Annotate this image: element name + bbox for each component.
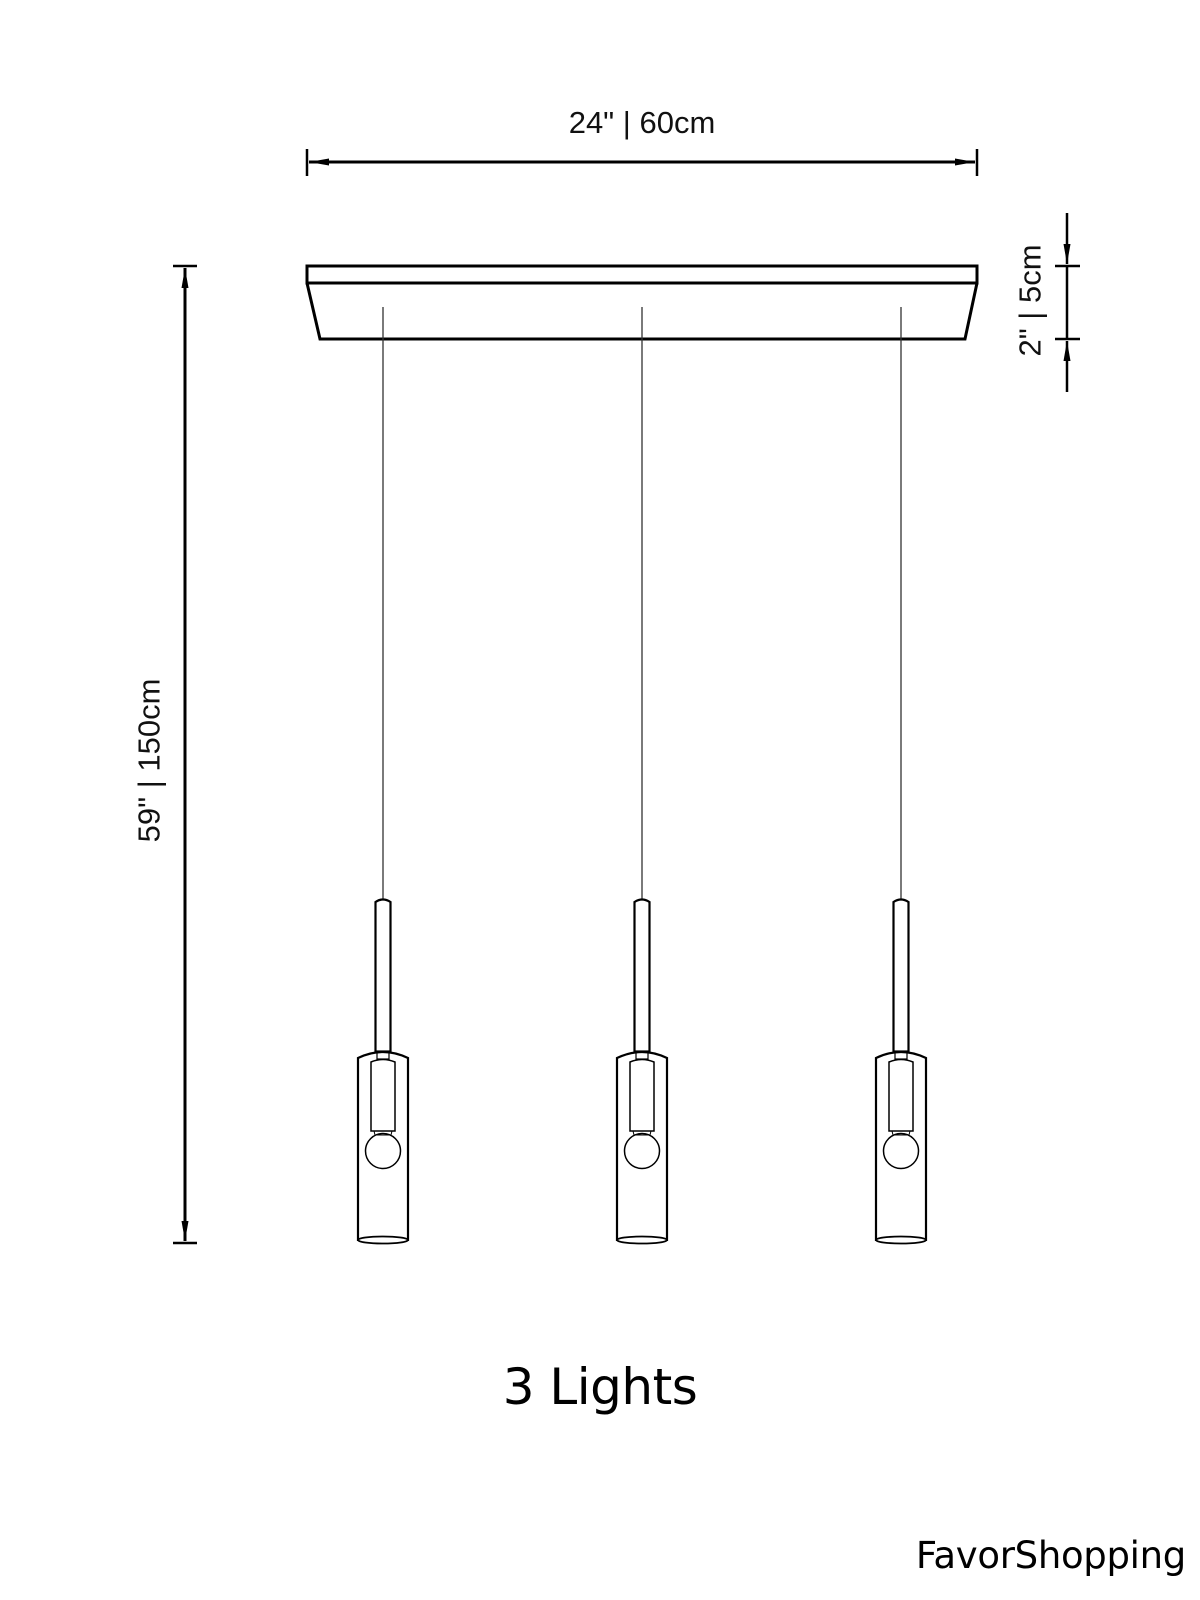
height-dimension-label: 59" | 150cm (131, 678, 167, 843)
bulb (364, 1132, 402, 1170)
shade-bottom (875, 1235, 927, 1245)
bulb (623, 1132, 661, 1170)
stem (374, 898, 392, 1052)
shade-bottom (616, 1235, 668, 1245)
shade (615, 1050, 669, 1241)
width-dimension-label: 24" | 60cm (568, 105, 716, 140)
socket (629, 1058, 655, 1132)
shade-bottom (357, 1235, 409, 1245)
shade (874, 1050, 928, 1241)
caption: 3 Lights (502, 1358, 698, 1416)
canopy-height-dimension-label: 2" | 5cm (1012, 244, 1048, 357)
pendant-3 (874, 307, 928, 1245)
pendant-2 (615, 307, 669, 1245)
socket (888, 1058, 914, 1132)
shade (356, 1050, 410, 1241)
stem (892, 898, 910, 1052)
socket (370, 1058, 396, 1132)
pendant-1 (356, 307, 410, 1245)
height-dimension (173, 264, 197, 1245)
canopy-height-dimension (1055, 213, 1080, 392)
stem (633, 898, 651, 1052)
width-dimension (305, 149, 979, 176)
watermark: FavorShopping (915, 1534, 1186, 1577)
bulb (882, 1132, 920, 1170)
